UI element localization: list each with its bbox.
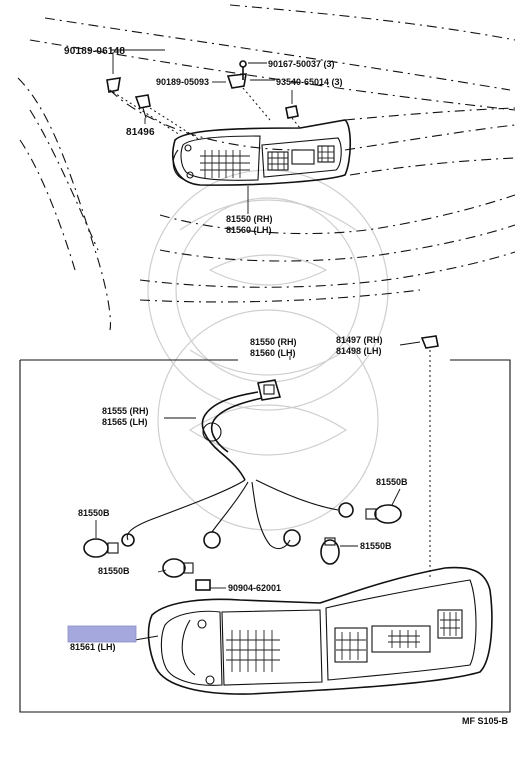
label-81550-rh-top: 81550 (RH)	[226, 214, 273, 224]
top-tail-lamp-assembly	[171, 119, 352, 186]
label-90189-06148: 90189-06148	[64, 46, 125, 57]
exploded-leader-lines	[95, 417, 401, 641]
fuse-90904	[195, 579, 211, 591]
label-81550b-bottom: 81550B	[98, 566, 130, 576]
bulb-mid	[162, 558, 194, 578]
label-81555-rh: 81555 (RH)	[102, 406, 149, 416]
socket-81497	[399, 335, 439, 578]
label-81498-lh: 81498 (LH)	[336, 346, 382, 356]
label-81550-rh-box: 81550 (RH)	[250, 337, 297, 347]
top-labels: 90189-06148 90167-50037 (3) 90189-05093 …	[64, 46, 343, 235]
figure-code: MF S105-B	[462, 716, 509, 726]
bulb-lower-right	[320, 537, 340, 565]
label-81561-lh: 81561 (LH)	[70, 642, 116, 652]
label-81565-lh: 81565 (LH)	[102, 417, 148, 427]
label-81560-lh-box: 81560 (LH)	[250, 348, 296, 358]
wire-harness	[121, 379, 354, 550]
label-81497-rh: 81497 (RH)	[336, 335, 383, 345]
exploded-view-frame	[19, 356, 511, 713]
vehicle-body-outline	[17, 4, 516, 331]
highlight-box[interactable]	[67, 625, 137, 643]
label-81560-lh-top: 81560 (LH)	[226, 225, 272, 235]
label-81550b-mid: 81550B	[360, 541, 392, 551]
exploded-labels: 81550 (RH) 81560 (LH) 81497 (RH) 81498 (…	[70, 335, 408, 652]
label-81496: 81496	[126, 127, 155, 138]
top-small-parts	[106, 60, 301, 141]
label-90189-05093: 90189-05093	[156, 77, 209, 87]
top-leader-lines	[110, 49, 293, 214]
label-81550b-left: 81550B	[78, 508, 110, 518]
label-90167-50037: 90167-50037 (3)	[268, 59, 335, 69]
bulb-left	[83, 538, 119, 558]
bulbs	[83, 504, 402, 591]
bottom-tail-lamp-assembly	[147, 566, 493, 695]
bulb-right	[365, 504, 402, 524]
label-93540-65014: 93540-65014 (3)	[276, 77, 343, 87]
label-81550b-right: 81550B	[376, 477, 408, 487]
label-90904-62001: 90904-62001	[228, 583, 281, 593]
